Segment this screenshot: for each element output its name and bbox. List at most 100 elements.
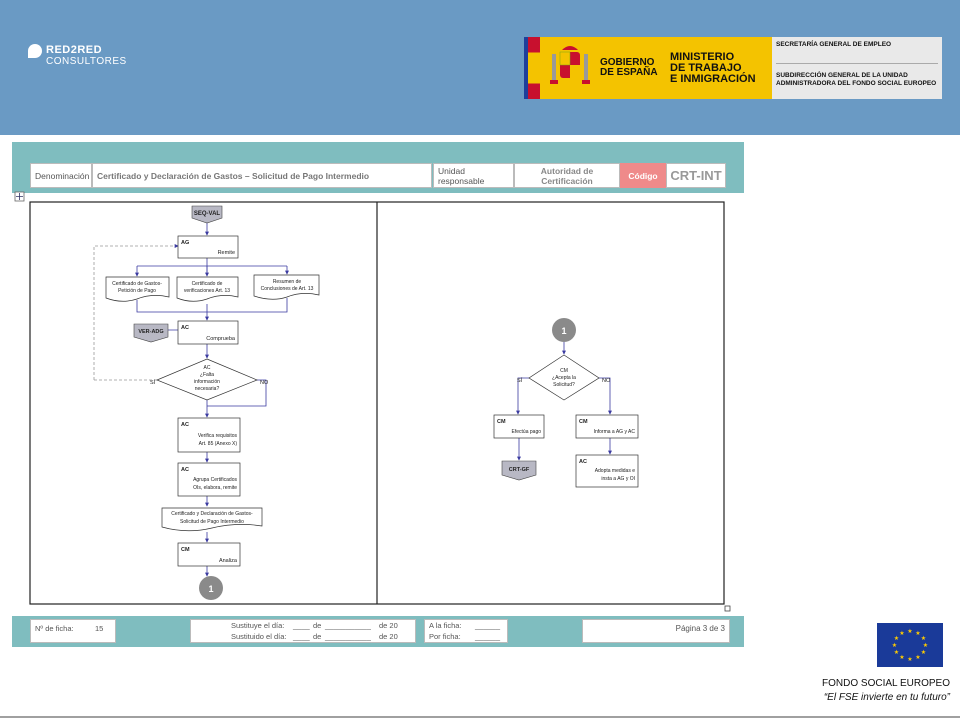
svg-text:CM: CM	[497, 419, 506, 425]
decision2-yes-label: SÍ	[517, 377, 523, 384]
svg-text:Petición de Pago: Petición de Pago	[118, 288, 156, 294]
move-handle-icon[interactable]	[14, 191, 25, 202]
svg-text:★: ★	[899, 654, 904, 661]
sustituido-year: de 20	[379, 632, 398, 641]
spain-flag-strip	[524, 37, 540, 99]
ficha-ref-cell: A la ficha: ______ Por ficha: ______	[424, 619, 508, 643]
svg-text:★: ★	[894, 635, 899, 642]
svg-text:¿Falta: ¿Falta	[200, 372, 214, 378]
agrupa-process: AC Agrupa Certificados OIs, elabora, rem…	[177, 462, 241, 497]
remite-process: AG Remite	[177, 235, 239, 259]
svg-text:★: ★	[899, 630, 904, 637]
codigo-label: Código	[620, 163, 666, 188]
speech-bubble-icon	[28, 44, 42, 58]
ministerio-text: MINISTERIO DE TRABAJO E INMIGRACIÓN	[670, 50, 756, 85]
svg-text:1: 1	[208, 584, 213, 594]
svg-text:verificaciones Art. 13: verificaciones Art. 13	[184, 288, 230, 294]
secretaria-panel: SECRETARÍA GENERAL DE EMPLEO SUBDIRECCIÓ…	[772, 37, 942, 99]
ver-adg-connector: VER-ADG	[133, 323, 169, 343]
decision1-no-label: NO	[260, 380, 269, 386]
svg-text:AG: AG	[181, 240, 189, 246]
svg-text:Comprueba: Comprueba	[206, 336, 236, 342]
svg-text:Resumen de: Resumen de	[273, 279, 302, 285]
document-certificado-declaracion: Certificado y Declaración de Gastos- Sol…	[161, 507, 263, 532]
svg-text:VER-ADG: VER-ADG	[138, 329, 163, 335]
ficha-cell: Nº de ficha: 15	[30, 619, 116, 643]
government-logo-block: GOBIERNO DE ESPAÑA MINISTERIO DE TRABAJO…	[524, 37, 942, 99]
decision2-no-label: NO	[602, 378, 611, 384]
flowchart-diagram: SEQ-VAL AG Remite Certificado de Gastos-…	[14, 191, 731, 612]
decision1-yes-label: SÍ	[150, 379, 156, 386]
svg-text:necesaria?: necesaria?	[195, 386, 220, 392]
svg-text:Agrupa Certificados: Agrupa Certificados	[193, 477, 237, 483]
svg-text:★: ★	[915, 654, 920, 661]
svg-text:Certificado y Declaración de G: Certificado y Declaración de Gastos-	[171, 511, 253, 517]
svg-text:Solicitud?: Solicitud?	[553, 382, 575, 388]
denominacion-label: Denominación	[30, 163, 92, 188]
svg-text:★: ★	[921, 635, 926, 642]
informa-process: CM Informa a AG y AC	[575, 414, 639, 439]
por-ficha-label: Por ficha:	[429, 632, 461, 641]
svg-text:OIs, elabora, remite: OIs, elabora, remite	[193, 485, 237, 491]
svg-text:★: ★	[894, 649, 899, 656]
subdireccion-text: SUBDIRECCIÓN GENERAL DE LA UNIDAD ADMINI…	[776, 72, 937, 87]
svg-text:Analiza: Analiza	[219, 558, 238, 564]
svg-text:AC: AC	[181, 467, 189, 473]
flowchart-sheet: Denominación Certificado y Declaración d…	[12, 142, 744, 647]
pagina-cell: Página 3 de 3	[582, 619, 730, 643]
sustituye-de: de	[313, 621, 322, 630]
document-certificado-gastos: Certificado de Gastos- Petición de Pago	[105, 276, 170, 302]
gobierno-panel: GOBIERNO DE ESPAÑA MINISTERIO DE TRABAJO…	[540, 37, 772, 99]
ficha-value: 15	[95, 624, 104, 633]
falta-informacion-decision: AC ¿Falta información necesaria?	[156, 358, 258, 401]
sustituido-label: Sustituido el día:	[231, 632, 287, 641]
svg-text:Efectúa pago: Efectúa pago	[512, 429, 542, 435]
sheet-footer: Nº de ficha: 15 Sustituye el día: ____ d…	[12, 616, 744, 647]
seq-val-connector: SEQ-VAL	[191, 205, 223, 224]
efectua-pago-process: CM Efectúa pago	[493, 414, 545, 439]
svg-text:insta a AG y OI: insta a AG y OI	[601, 476, 635, 482]
svg-text:Remite: Remite	[218, 250, 235, 256]
eu-fund-title: FONDO SOCIAL EUROPEO	[822, 678, 950, 689]
svg-text:★: ★	[921, 649, 926, 656]
off-page-connector-1-left: 1	[199, 576, 223, 600]
svg-text:★: ★	[907, 628, 912, 635]
svg-text:Informa a AG y AC: Informa a AG y AC	[594, 429, 636, 435]
unidad-value: Autoridad de Certificación	[514, 163, 620, 188]
svg-text:★: ★	[892, 642, 897, 649]
svg-text:CM: CM	[181, 547, 190, 553]
sustituye-cell: Sustituye el día: ____ de ___________ de…	[190, 619, 416, 643]
bottom-divider	[0, 716, 960, 718]
svg-text:Adopta medidas e: Adopta medidas e	[595, 468, 636, 474]
svg-text:AC: AC	[181, 422, 189, 428]
crt-gf-connector: CRT-GF	[501, 460, 537, 481]
coat-of-arms-icon	[550, 46, 590, 84]
svg-text:AC: AC	[579, 459, 587, 465]
eu-flag-icon: ★ ★ ★ ★ ★ ★ ★ ★ ★ ★ ★ ★	[877, 623, 943, 667]
codigo-value: CRT-INT	[666, 163, 726, 188]
ficha-label: Nº de ficha:	[35, 624, 74, 633]
svg-text:Solicitud de Pago Intermedio: Solicitud de Pago Intermedio	[180, 519, 244, 525]
sustituido-de: de	[313, 632, 322, 641]
denominacion-value: Certificado y Declaración de Gastos – So…	[92, 163, 432, 188]
sustituye-year: de 20	[379, 621, 398, 630]
comprueba-process: AC Comprueba	[177, 320, 239, 345]
svg-text:AC: AC	[204, 365, 211, 371]
unidad-label: Unidad responsable	[433, 163, 514, 188]
svg-text:¿Acepta la: ¿Acepta la	[552, 375, 576, 381]
svg-text:★: ★	[923, 642, 928, 649]
svg-text:CM: CM	[579, 419, 588, 425]
svg-text:Certificado de Gastos-: Certificado de Gastos-	[112, 281, 162, 287]
top-banner: RED2RED CONSULTORES GOBIERNO DE ES	[0, 0, 960, 135]
svg-text:AC: AC	[181, 325, 189, 331]
a-la-ficha-label: A la ficha:	[429, 621, 462, 630]
verifica-process: AC Verifica requisitos Art. 85 (Anexo X)	[177, 417, 241, 453]
svg-text:Conclusiones de Art. 13: Conclusiones de Art. 13	[261, 286, 314, 292]
gobierno-text: GOBIERNO DE ESPAÑA	[600, 57, 658, 78]
svg-text:SEQ-VAL: SEQ-VAL	[194, 211, 221, 217]
acepta-solicitud-decision: CM ¿Acepta la Solicitud?	[528, 354, 600, 401]
document-certificado-verificaciones: Certificado de verificaciones Art. 13	[176, 276, 239, 302]
logo-line1: RED2RED	[46, 44, 103, 56]
svg-text:CM: CM	[560, 368, 568, 374]
resize-handle[interactable]	[724, 605, 731, 612]
